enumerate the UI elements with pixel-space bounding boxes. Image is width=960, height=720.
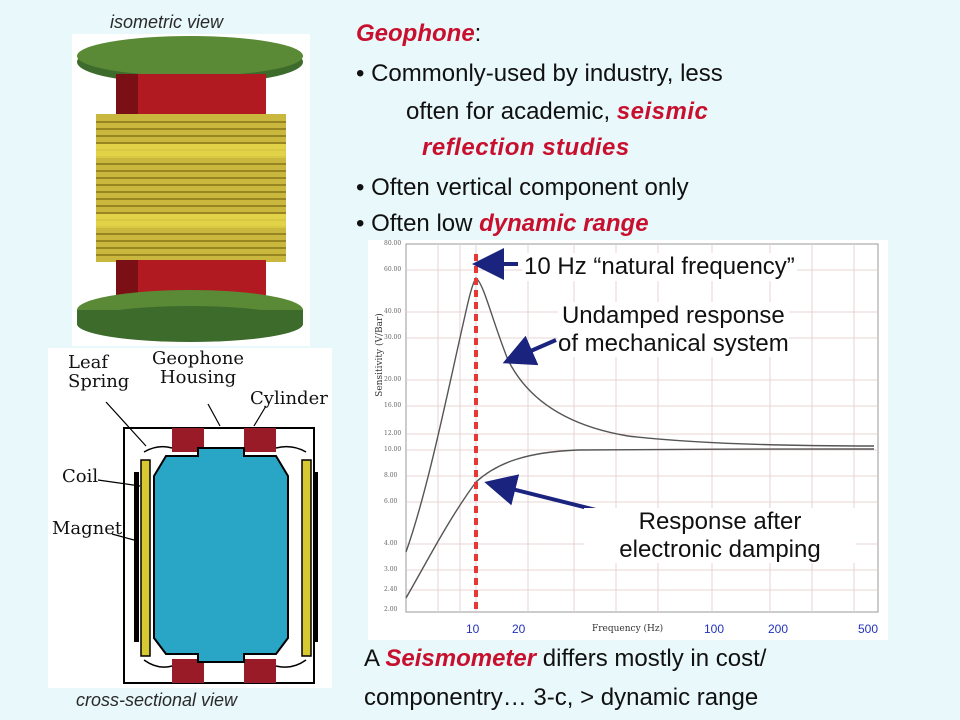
y-tick: 4.00 xyxy=(384,540,398,547)
bullet-industry-3: reflection studies xyxy=(422,136,630,160)
y-tick: 40.00 xyxy=(384,308,402,315)
damped-response-label: Response after electronic damping xyxy=(584,508,856,564)
cross-section-diagram: Leaf Spring Geophone Housing Cylinder Co… xyxy=(48,348,332,688)
undamped-response-label: Undamped response of mechanical system xyxy=(558,302,789,358)
bullet-emphasis: dynamic range xyxy=(479,210,649,237)
undamped-response-curve xyxy=(405,276,875,553)
bullet-industry-2: often for academic, seismic xyxy=(406,100,708,124)
label-leaf-spring: Leaf Spring xyxy=(68,352,130,392)
undamped-label-line: of mechanical system xyxy=(558,329,789,357)
y-tick: 2.00 xyxy=(384,606,398,613)
geophone-heading: Geophone: xyxy=(356,22,481,46)
bullet-vertical: • Often vertical component only xyxy=(356,176,689,200)
arrow-undamped xyxy=(502,335,557,366)
bullet-emphasis: seismic xyxy=(616,98,709,125)
geophone-title-colon: : xyxy=(474,20,482,47)
damped-response-curve xyxy=(405,448,875,599)
y-tick: 16.00 xyxy=(384,402,402,409)
label-geophone-housing: Geophone Housing xyxy=(152,348,245,388)
label-spring: Spring xyxy=(68,370,130,392)
bullet-marker: • xyxy=(356,210,365,237)
footer-text: differs mostly in cost/ xyxy=(542,645,767,672)
bullet-text: Often low xyxy=(371,210,473,237)
cross-section-caption: cross-sectional view xyxy=(76,690,238,710)
bullet-emphasis: reflection studies xyxy=(422,134,630,161)
natural-frequency-label: 10 Hz “natural frequency” xyxy=(522,253,797,281)
damped-label-line: electronic damping xyxy=(619,535,821,563)
bullet-text: Often vertical component only xyxy=(371,174,689,201)
y-tick: 12.00 xyxy=(384,430,402,437)
y-tick: 80.00 xyxy=(384,240,402,247)
bullet-text: Commonly-used by industry, less xyxy=(371,60,723,87)
chart-xlabel: Frequency (Hz) xyxy=(592,624,664,634)
y-tick: 3.00 xyxy=(384,566,398,573)
seismometer-line-2: componentry… 3-c, > dynamic range xyxy=(364,686,758,710)
arrow-damped xyxy=(484,474,605,514)
y-tick: 8.00 xyxy=(384,472,398,479)
label-leaf: Leaf xyxy=(68,352,108,373)
bullet-industry-1: • Commonly-used by industry, less xyxy=(356,62,723,86)
damped-label-line: Response after xyxy=(638,508,802,535)
bullet-marker: • xyxy=(356,60,365,87)
x-tick-20: 20 xyxy=(512,622,526,636)
footer-text: A xyxy=(364,645,379,672)
y-tick: 6.00 xyxy=(384,498,398,505)
label-magnet: Magnet xyxy=(52,518,123,539)
y-tick: 60.00 xyxy=(384,266,402,273)
y-tick: 10.00 xyxy=(384,446,402,453)
isometric-view-caption: isometric view xyxy=(110,12,224,32)
bullet-dynamic-range: • Often low dynamic range xyxy=(356,212,649,236)
x-tick-10: 10 xyxy=(466,622,480,636)
label-coil: Coil xyxy=(62,466,99,487)
seismometer-line-1: A Seismometer differs mostly in cost/ xyxy=(364,647,766,671)
footer-text: componentry… 3-c, > dynamic range xyxy=(364,684,759,711)
label-cylinder: Cylinder xyxy=(250,388,328,409)
undamped-label-line: Undamped response xyxy=(561,302,785,329)
x-tick-100: 100 xyxy=(704,622,725,636)
y-tick: 30.00 xyxy=(384,334,402,341)
seismometer-emphasis: Seismometer xyxy=(385,645,537,672)
geophone-title: Geophone xyxy=(356,20,475,47)
bullet-text: often for academic, xyxy=(406,98,611,125)
y-tick: 2.40 xyxy=(384,586,398,593)
y-tick: 20.00 xyxy=(384,376,402,383)
bullet-marker: • xyxy=(356,174,365,201)
x-tick-500: 500 xyxy=(858,622,879,636)
label-geophone: Geophone xyxy=(152,348,245,369)
x-tick-200: 200 xyxy=(768,622,789,636)
label-housing: Housing xyxy=(159,366,237,388)
isometric-geophone-image xyxy=(72,34,310,346)
